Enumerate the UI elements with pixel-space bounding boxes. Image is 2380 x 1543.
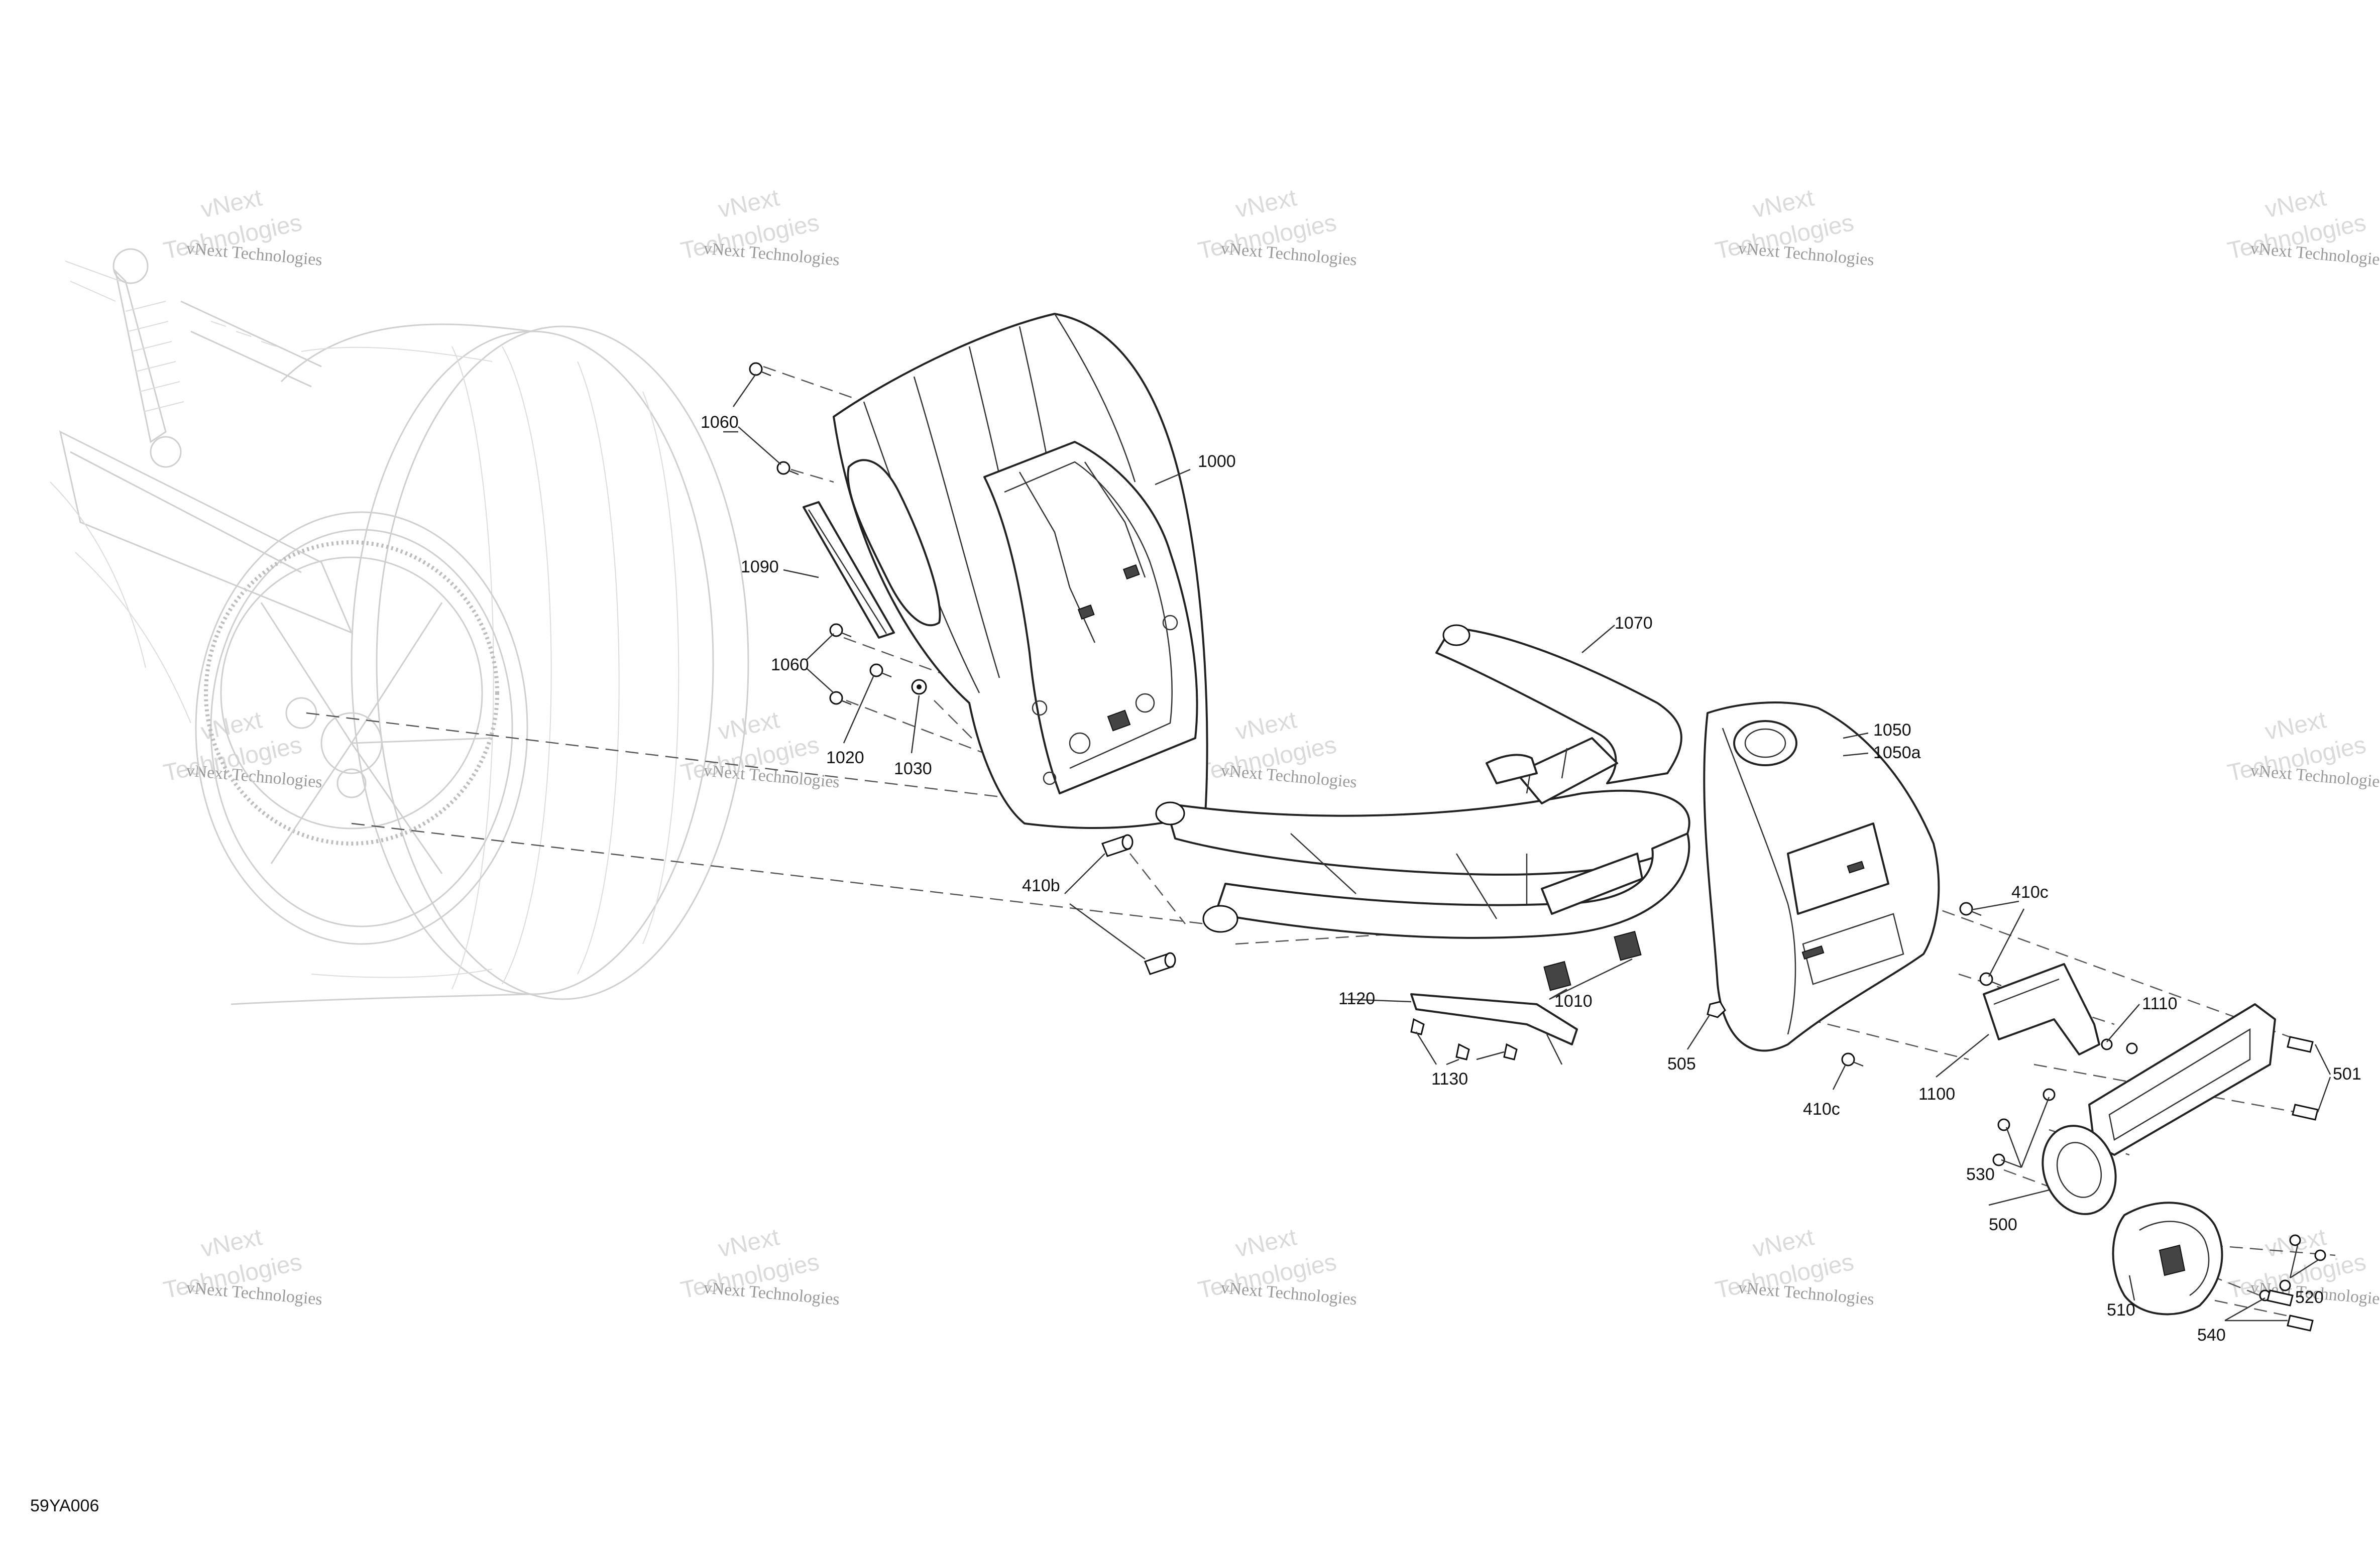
- support-frame-1070: [1155, 624, 1690, 939]
- diagram-code: 59YA006: [30, 1496, 99, 1515]
- callout-1090: 1090: [741, 557, 779, 576]
- callout-505: 505: [1667, 1054, 1696, 1074]
- watermark-line1: vNext: [716, 184, 781, 223]
- callout-1010: 1010: [1554, 992, 1593, 1011]
- callout-410c: 410c: [2011, 883, 2049, 902]
- watermark-line1: vNext: [1750, 184, 1816, 223]
- callout-1060: 1060: [701, 413, 739, 432]
- callout-1000: 1000: [1198, 452, 1236, 471]
- callout-1050a: 1050a: [1873, 743, 1921, 762]
- watermark-line1: vNext: [716, 706, 781, 745]
- watermark-line1: vNext: [198, 184, 264, 223]
- leader-lines: [723, 374, 2331, 1322]
- callout-labels: 1000 1060 1090 1060 1020 1030 410b 1070 …: [701, 413, 2361, 1345]
- watermark-line1: vNext: [1233, 1224, 1299, 1262]
- plate-bracket-1100: [1983, 963, 2100, 1055]
- watermark-line1: vNext: [198, 1224, 264, 1262]
- rear-fender-1000: [833, 313, 1208, 829]
- callout-410c: 410c: [1803, 1100, 1840, 1119]
- callout-1130: 1130: [1431, 1070, 1468, 1089]
- gasket-1090: [803, 501, 895, 639]
- clips-1010: [1543, 930, 1642, 991]
- ghost-rear-wheel-assembly: [50, 248, 749, 1005]
- callout-1060: 1060: [771, 655, 809, 674]
- side-cover-1050: [1703, 701, 1940, 1052]
- callout-1110: 1110: [2142, 994, 2178, 1013]
- callout-501: 501: [2333, 1064, 2361, 1084]
- bracket-1120: [1410, 993, 1578, 1065]
- callout-1100: 1100: [1918, 1085, 1955, 1104]
- watermark-line1: vNext: [1750, 1224, 1816, 1262]
- callout-520: 520: [2295, 1288, 2324, 1307]
- callout-1020: 1020: [826, 748, 864, 767]
- callout-510: 510: [2107, 1300, 2135, 1320]
- watermark-line1: vNext: [716, 1224, 781, 1262]
- callout-1120: 1120: [1338, 989, 1375, 1008]
- callout-1050: 1050: [1873, 721, 1911, 740]
- callout-1030: 1030: [894, 759, 932, 778]
- callout-410b: 410b: [1022, 876, 1060, 895]
- watermark-line1: vNext: [1233, 706, 1299, 745]
- watermark-line1: vNext: [2262, 184, 2328, 223]
- lamp-assembly: [2042, 1125, 2223, 1316]
- callout-1070: 1070: [1615, 614, 1653, 633]
- callout-540: 540: [2197, 1326, 2226, 1345]
- callout-500: 500: [1989, 1215, 2017, 1234]
- watermark-line1: vNext: [1233, 184, 1299, 223]
- callout-530: 530: [1966, 1165, 1995, 1184]
- watermark-line1: vNext: [2262, 706, 2328, 745]
